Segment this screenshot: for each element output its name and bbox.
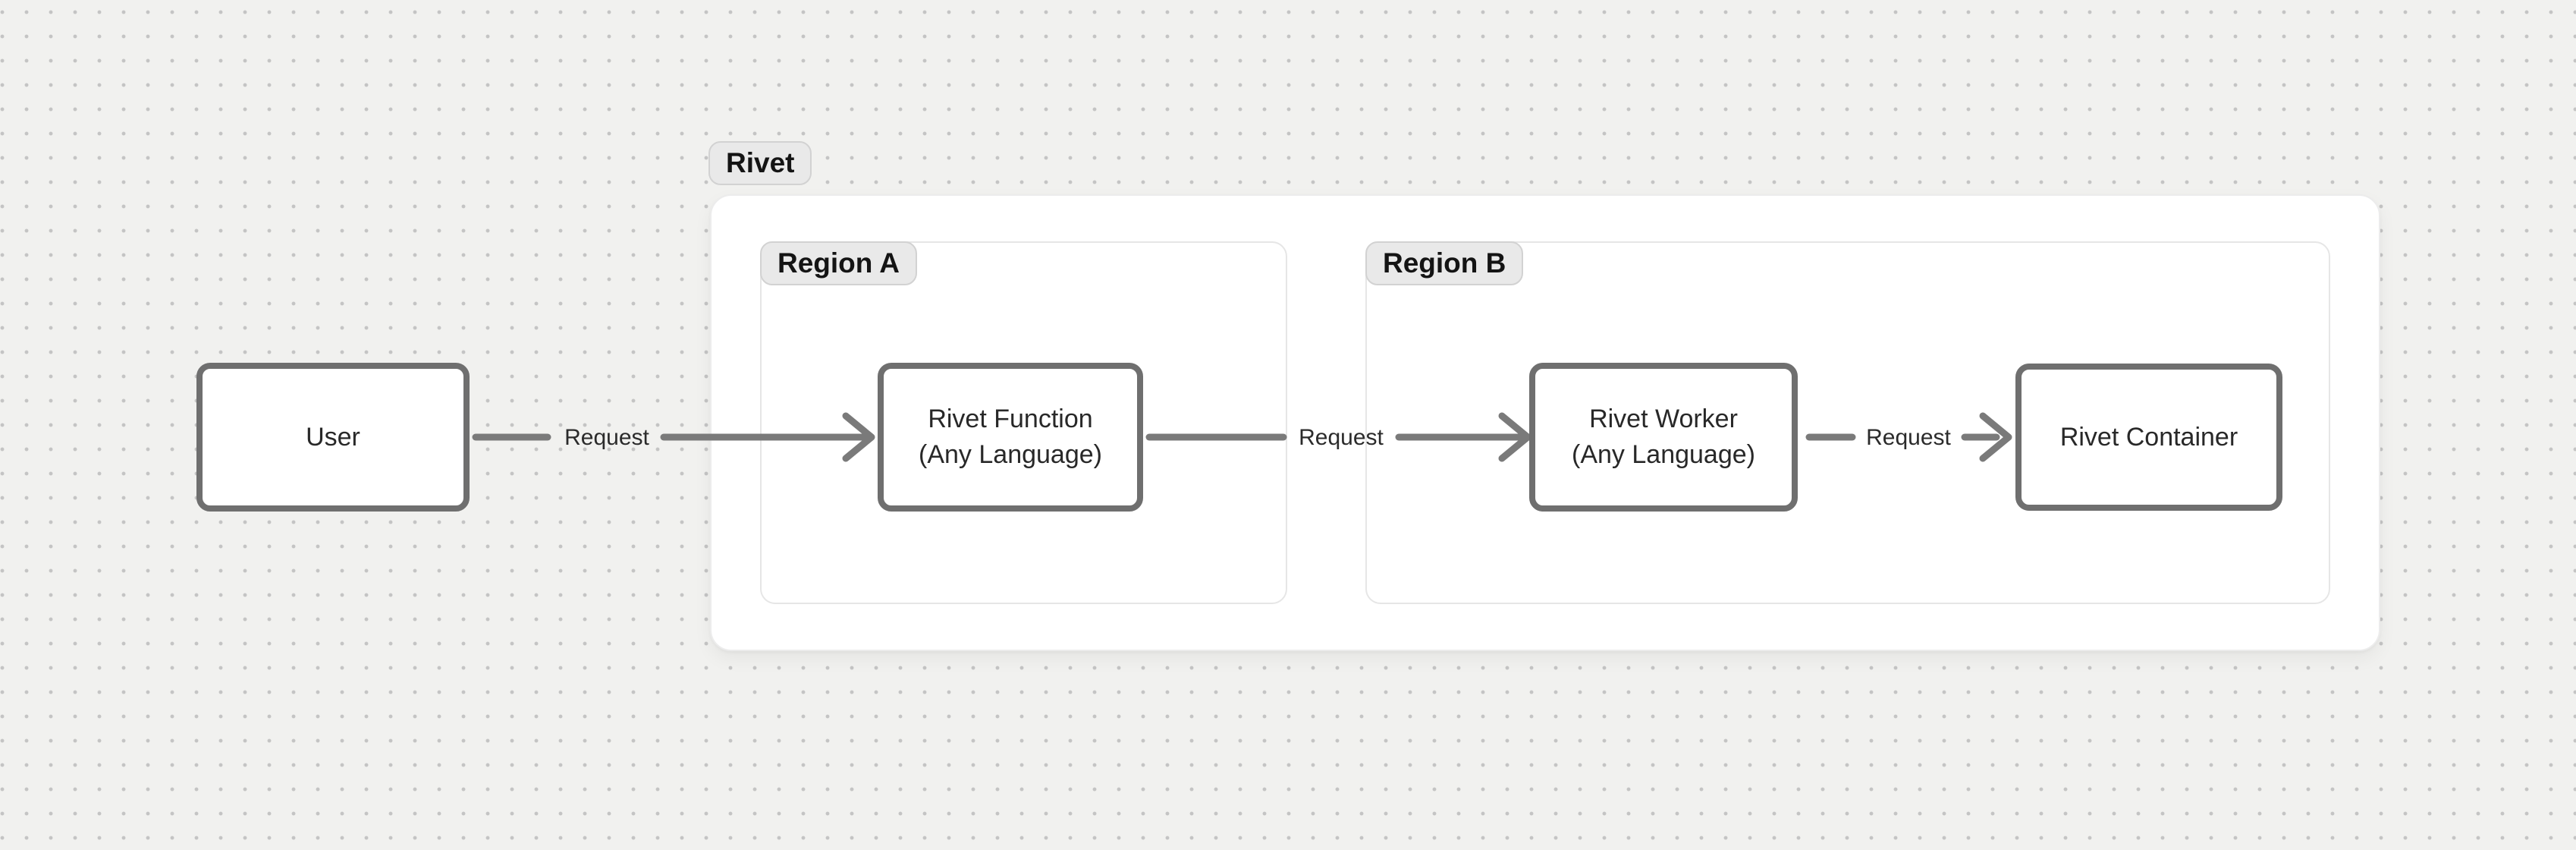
node-rivet-function: Rivet Function (Any Language) xyxy=(878,363,1143,512)
node-rivet-worker-label-line1: Rivet Worker xyxy=(1589,405,1738,433)
edge-label-request-1: Request xyxy=(564,425,649,450)
region-b-label: Region B xyxy=(1383,247,1506,279)
region-a-badge: Region A xyxy=(760,241,918,285)
edge-label-request-2: Request xyxy=(1299,425,1384,450)
edge-label-request-3: Request xyxy=(1866,425,1951,450)
node-rivet-function-label-line1: Rivet Function xyxy=(928,405,1093,433)
node-rivet-container: Rivet Container xyxy=(2015,364,2282,511)
node-rivet-worker: Rivet Worker (Any Language) xyxy=(1529,363,1798,512)
node-rivet-function-label-line2: (Any Language) xyxy=(919,440,1102,469)
region-a-label: Region A xyxy=(778,247,900,279)
region-b-badge: Region B xyxy=(1365,241,1524,285)
cluster-rivet-label: Rivet xyxy=(726,147,795,178)
node-rivet-worker-label-line2: (Any Language) xyxy=(1572,440,1755,469)
node-user-label: User xyxy=(306,422,360,452)
node-rivet-container-label: Rivet Container xyxy=(2059,422,2238,452)
cluster-rivet-badge: Rivet xyxy=(708,141,812,185)
node-user: User xyxy=(196,363,470,512)
